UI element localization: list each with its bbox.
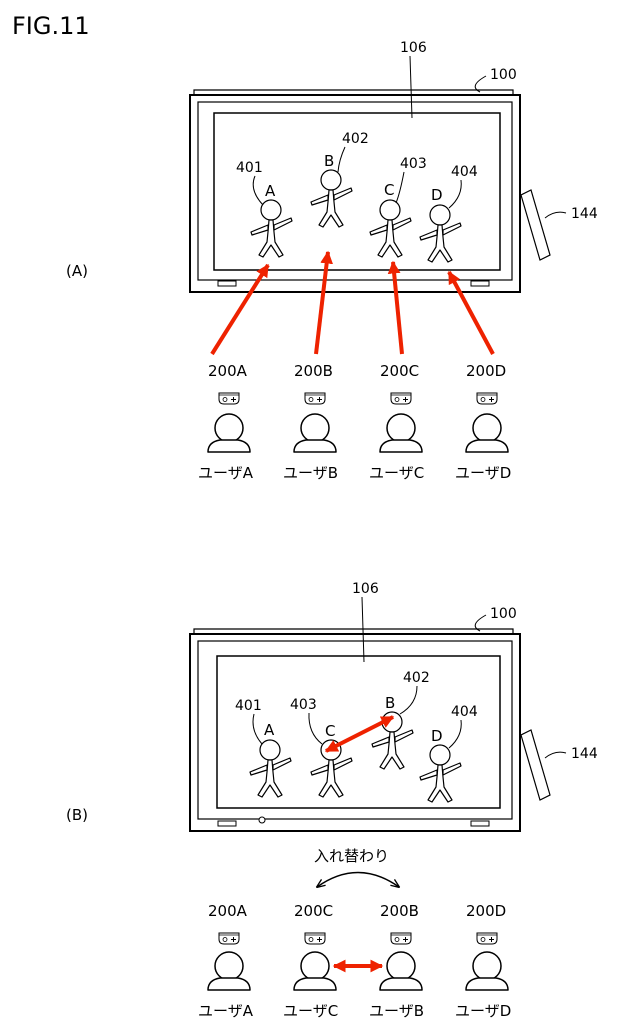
user-a-group-b: 200A ユーザA (198, 902, 254, 1020)
character-ref: 403 (290, 697, 317, 713)
user-c-group: 200C ユーザC (369, 362, 424, 482)
user-d-group: 200D ユーザD (455, 362, 511, 482)
character-ref: 404 (451, 164, 478, 180)
user-name: ユーザA (198, 1002, 254, 1020)
character-ref: 402 (403, 670, 430, 686)
user-a-group: 200A ユーザA (198, 362, 254, 482)
user-b-group-b: 200B ユーザB (369, 902, 424, 1020)
character-ref: 404 (451, 704, 478, 720)
swap-label: 入れ替わり (314, 847, 389, 865)
stand-a (521, 190, 550, 260)
character-letter: C (384, 181, 394, 199)
controller-label: 200C (294, 902, 333, 920)
user-name: ユーザC (369, 464, 424, 482)
user-c-group-b: 200C ユーザC (283, 902, 338, 1020)
screen-b (217, 656, 500, 808)
panel-a: 100 106 144 A 401 B 402 C 403 D 404 (66, 40, 598, 482)
stand-ref-a: 144 (571, 206, 598, 222)
user-name: ユーザB (283, 464, 338, 482)
screen-ref-a: 106 (400, 40, 427, 56)
character-ref: 401 (235, 698, 262, 714)
user-name: ユーザD (455, 464, 511, 482)
controller-label: 200A (208, 902, 248, 920)
controller-label: 200C (380, 362, 419, 380)
panel-label-b: (B) (66, 806, 88, 824)
user-name: ユーザC (283, 1002, 338, 1020)
stand-b (521, 730, 550, 800)
user-name: ユーザB (369, 1002, 424, 1020)
panel-b: 100 106 144 A 401 C 403 B 402 D 404 (66, 581, 598, 1020)
device-ref-b: 100 (490, 606, 517, 622)
screen-ref-b: 106 (352, 581, 379, 597)
swap-curve-arrow (317, 873, 399, 888)
character-ref: 402 (342, 131, 369, 147)
character-ref: 403 (400, 156, 427, 172)
controller-label: 200B (294, 362, 333, 380)
figure-title: FIG.11 (12, 12, 90, 40)
controller-label: 200D (466, 362, 506, 380)
character-letter: D (431, 727, 443, 745)
character-letter: B (324, 152, 334, 170)
user-name: ユーザA (198, 464, 254, 482)
character-letter: D (431, 186, 443, 204)
controller-label: 200A (208, 362, 248, 380)
character-letter: B (385, 694, 395, 712)
user-d-group-b: 200D ユーザD (455, 902, 511, 1020)
panel-label-a: (A) (66, 262, 88, 280)
controller-label: 200D (466, 902, 506, 920)
character-letter: A (264, 721, 275, 739)
user-b-group: 200B ユーザB (283, 362, 338, 482)
character-letter: A (265, 182, 276, 200)
controller-label: 200B (380, 902, 419, 920)
character-letter: C (325, 722, 335, 740)
device-ref-a: 100 (490, 67, 517, 83)
user-name: ユーザD (455, 1002, 511, 1020)
stand-ref-b: 144 (571, 746, 598, 762)
device-a (190, 90, 550, 292)
character-ref: 401 (236, 160, 263, 176)
